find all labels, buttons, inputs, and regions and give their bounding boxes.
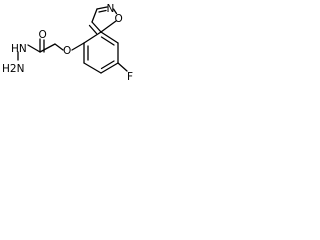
atom-o-isoxazole: O — [115, 13, 123, 25]
bond-c5-c4-double — [88, 24, 98, 35]
chemical-structure: O N O O HN H2N F — [2, 3, 133, 83]
atom-o-carbonyl: O — [39, 29, 47, 41]
bond-c-f — [117, 62, 128, 72]
bond-ring-c — [83, 62, 102, 74]
isoxazole-ring — [88, 6, 118, 35]
bond-ring-d-double — [100, 60, 115, 70]
atom-o-ether: O — [63, 45, 71, 57]
bond-o-ch2 — [54, 43, 64, 51]
bond-ring-f — [100, 31, 119, 44]
bond-ring-o — [71, 42, 85, 51]
bond-c3-n — [96, 6, 108, 10]
bond-ring-d — [100, 62, 119, 74]
bond-c5-c4 — [91, 21, 102, 33]
side-chain — [17, 38, 85, 61]
bond-ch2-carbonyl — [39, 43, 56, 53]
bond-n-o — [112, 8, 118, 15]
benzene-ring — [83, 31, 119, 74]
bond-c3-n-double — [98, 9, 107, 13]
bond-ring-f-double — [100, 36, 115, 46]
bond-ring-a — [83, 31, 102, 44]
atom-n-isoxazole: N — [107, 3, 115, 15]
atom-nh2: H2N — [2, 63, 24, 75]
atom-nh: HN — [11, 43, 27, 55]
bond-c-nh — [27, 44, 41, 53]
bond-o-c5 — [100, 20, 117, 33]
atom-fluorine: F — [127, 71, 133, 83]
bond-c4-c3 — [91, 8, 98, 23]
